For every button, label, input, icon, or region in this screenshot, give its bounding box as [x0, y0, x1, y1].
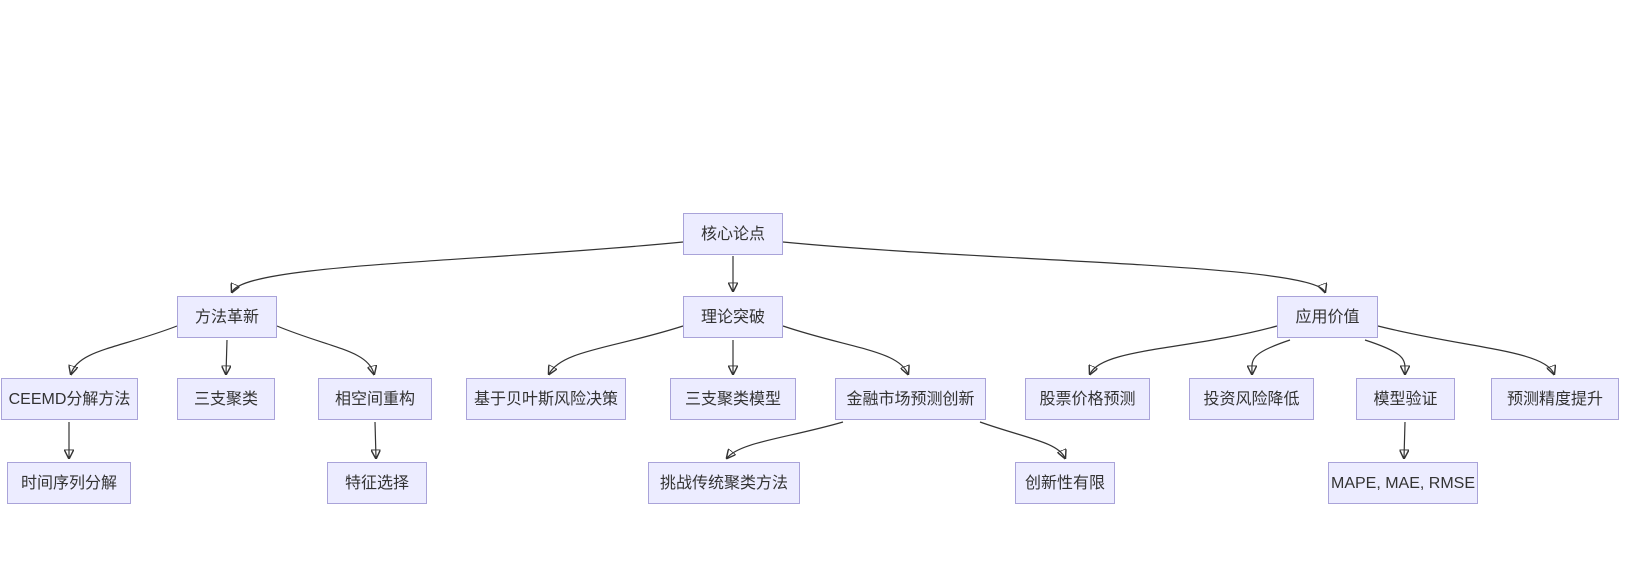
- edge-application-validation: [1364, 339, 1405, 374]
- node-three-way-model: 三支聚类模型: [670, 378, 796, 420]
- node-stock-prediction: 股票价格预测: [1025, 378, 1150, 420]
- node-core: 核心论点: [683, 213, 783, 255]
- edge-core-application: [782, 241, 1325, 292]
- edge-application-accuracy: [1377, 325, 1554, 374]
- node-phase-space: 相空间重构: [318, 378, 432, 420]
- edge-method-phase-space: [276, 325, 374, 374]
- node-challenge-clustering: 挑战传统聚类方法: [648, 462, 800, 504]
- node-model-validation: 模型验证: [1356, 378, 1455, 420]
- edge-method-three-way: [226, 339, 227, 374]
- edge-core-method: [232, 241, 684, 292]
- node-metrics: MAPE, MAE, RMSE: [1328, 462, 1478, 504]
- node-limited-novelty: 创新性有限: [1015, 462, 1115, 504]
- edge-phase-space-feature: [375, 421, 376, 458]
- node-finance-innovation: 金融市场预测创新: [835, 378, 986, 420]
- node-risk-reduction: 投资风险降低: [1189, 378, 1314, 420]
- node-theory: 理论突破: [683, 296, 783, 338]
- node-three-way: 三支聚类: [177, 378, 275, 420]
- edge-method-ceemd: [71, 325, 178, 374]
- edge-theory-bayes: [549, 325, 684, 374]
- edge-finance-challenge: [727, 421, 844, 458]
- edge-application-risk: [1252, 339, 1291, 374]
- node-ceemd: CEEMD分解方法: [1, 378, 138, 420]
- node-feature-selection: 特征选择: [327, 462, 427, 504]
- node-accuracy-improvement: 预测精度提升: [1491, 378, 1619, 420]
- node-application: 应用价值: [1277, 296, 1378, 338]
- edge-validation-metrics: [1404, 421, 1405, 458]
- node-bayes: 基于贝叶斯风险决策: [466, 378, 626, 420]
- node-time-series: 时间序列分解: [7, 462, 131, 504]
- edge-theory-finance: [782, 325, 908, 374]
- node-method: 方法革新: [177, 296, 277, 338]
- edge-application-stock: [1090, 325, 1278, 374]
- edge-finance-limited: [979, 421, 1065, 458]
